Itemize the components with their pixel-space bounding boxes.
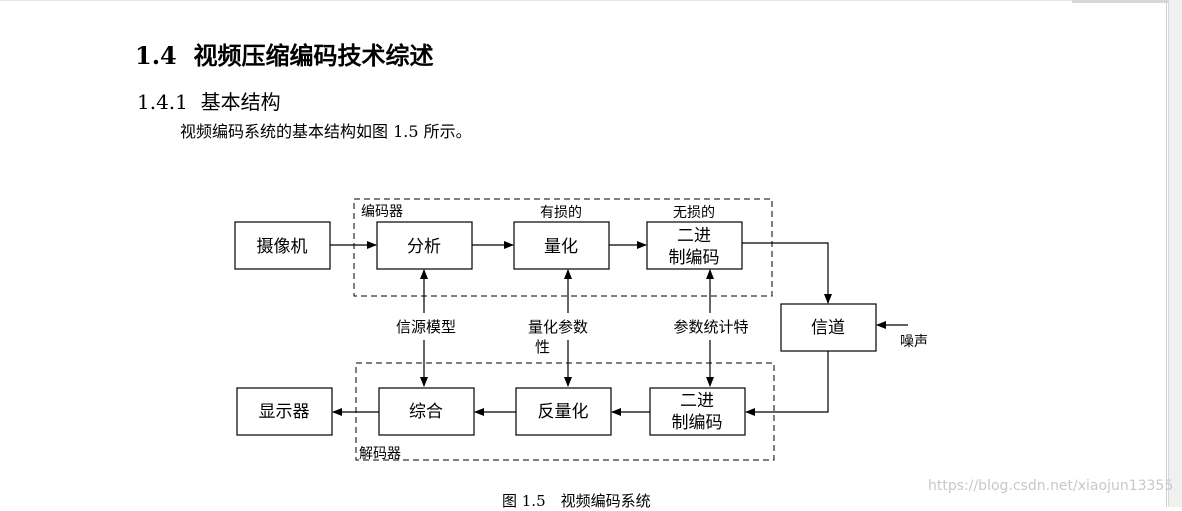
channel-label: 信道 <box>811 318 845 338</box>
subsection-heading: 1.4.1 基本结构 <box>137 86 281 115</box>
analysis-box <box>376 221 473 270</box>
dequantize-box <box>515 387 612 436</box>
section-heading: 1.4 视频压缩编码技术综述 <box>135 36 433 71</box>
figure-caption: 图 1.5 视频编码系统 <box>502 492 651 510</box>
body-paragraph: 视频编码系统的基本结构如图 1.5 所示。 <box>180 122 472 141</box>
display-label: 显示器 <box>259 402 310 422</box>
quant-param-label-1: 量化参数 <box>528 318 588 336</box>
quant-param-label-2: 性 <box>535 338 550 356</box>
watermark: https://blog.csdn.net/xiaojun13355 <box>928 478 1174 494</box>
binary-encode-box <box>646 221 743 270</box>
subsection-title: 基本结构 <box>200 90 281 114</box>
param-stats-label: 参数统计特 <box>673 318 748 336</box>
arrow-binary-channel <box>742 242 832 304</box>
synthesis-label: 综合 <box>409 402 443 422</box>
scrollbar[interactable] <box>1168 0 1182 507</box>
encoder-region <box>353 198 773 297</box>
encoder-label: 编码器 <box>361 204 403 220</box>
arrow-channel-binary-decode <box>745 351 829 416</box>
subsection-number: 1.4.1 <box>137 90 188 114</box>
source-model-label: 信源模型 <box>396 318 456 336</box>
section-number: 1.4 <box>135 41 177 70</box>
corner-tab <box>1072 0 1168 3</box>
binary-encode-label-1: 二进 <box>677 226 711 246</box>
noise-label: 噪声 <box>900 334 928 350</box>
quantize-label: 量化 <box>544 237 578 257</box>
analysis-label: 分析 <box>407 237 441 257</box>
lossy-label: 有损的 <box>540 205 582 221</box>
camera-label: 摄像机 <box>257 237 308 257</box>
section-title: 视频压缩编码技术综述 <box>193 41 434 70</box>
dequantize-label: 反量化 <box>538 402 589 422</box>
binary-decode-label-2: 制编码 <box>672 413 723 433</box>
decoder-label: 解码器 <box>359 446 401 462</box>
binary-encode-label-2: 制编码 <box>669 248 720 268</box>
display-box <box>236 387 333 436</box>
binary-decode-label-1: 二进 <box>680 391 714 411</box>
top-rule <box>0 0 1182 1</box>
page-edge <box>1166 0 1167 507</box>
lossless-label: 无损的 <box>673 205 715 221</box>
